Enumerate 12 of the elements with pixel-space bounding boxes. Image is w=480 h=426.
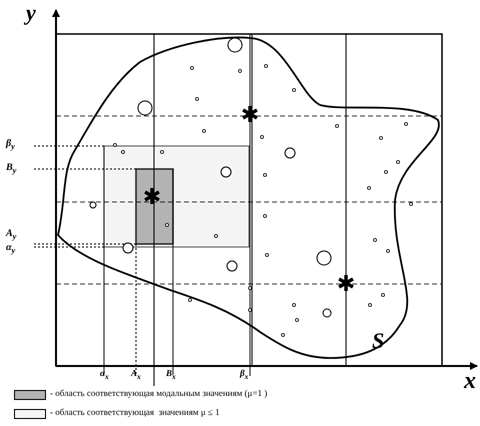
axis-tick-label: A$_{y}$	[6, 229, 16, 242]
legend-text: - область соответствующая модальным значениям (μ=1 )	[50, 389, 268, 398]
axis-tick-label: A$_{x}$	[131, 369, 141, 380]
axis-tick-label: β$_{y}$	[6, 139, 15, 152]
axis-tick-label: α$_{x}$	[100, 369, 109, 380]
axis-tick-label: B$_{x}$	[166, 369, 176, 380]
axis-tick-label: β$_{x}$	[240, 369, 248, 380]
axis-tick-label: α$_{y}$	[6, 243, 16, 256]
axis-label: x	[464, 369, 476, 393]
legend-text: - область соответствующая значениям μ ≤ 1	[50, 408, 220, 417]
axis-label: y	[26, 2, 36, 24]
axis-tick-label: B$_{y}$	[6, 163, 16, 176]
